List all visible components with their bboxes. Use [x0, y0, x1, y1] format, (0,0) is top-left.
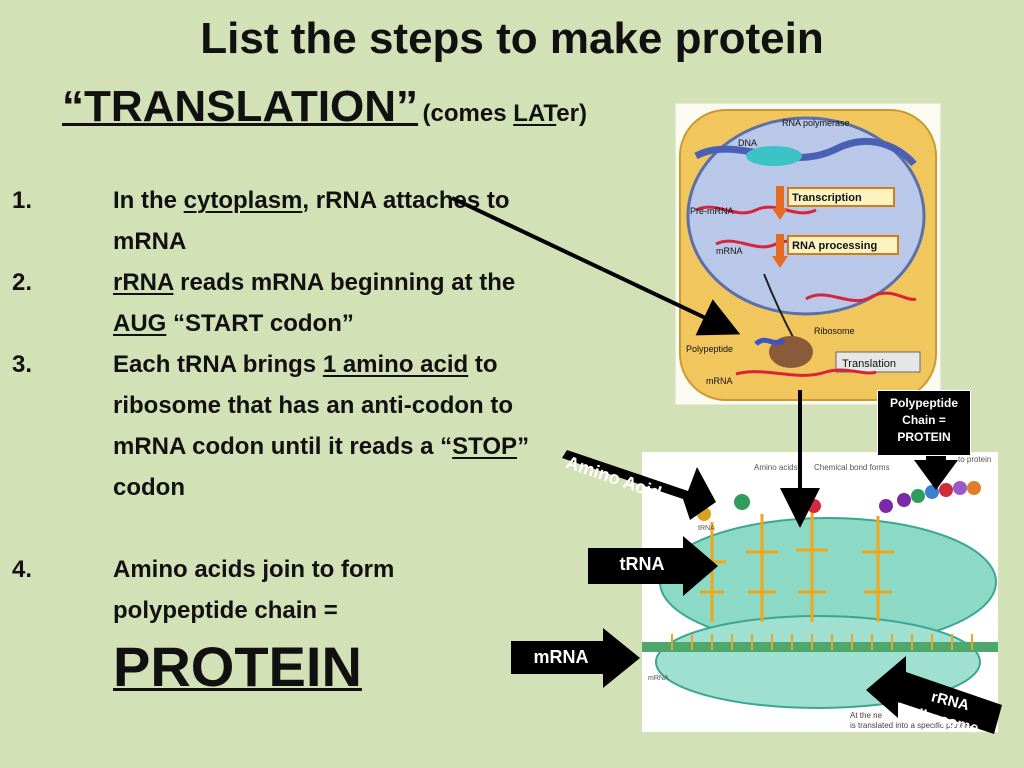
- svg-text:At the ne: At the ne: [850, 711, 883, 720]
- subtitle: “TRANSLATION” (comes LATer): [62, 82, 587, 132]
- rrna-arrow: [866, 656, 1002, 734]
- svg-text:RNA polymerase: RNA polymerase: [782, 118, 850, 128]
- protein-word: PROTEIN: [113, 635, 362, 698]
- processing-label-box: [787, 235, 899, 255]
- cell-diagram: DNA RNA polymerase Transcription Pre-mRN…: [675, 103, 941, 405]
- svg-text:Translation: Translation: [842, 358, 896, 370]
- svg-text:mRNA: mRNA: [716, 246, 743, 256]
- translation-label-box: [835, 351, 921, 373]
- mrna-label: mRNA: [533, 647, 589, 667]
- svg-text:Ribosome: Ribosome: [814, 326, 855, 336]
- amino-acid-arrow: [562, 450, 716, 520]
- trna-arrow: [588, 536, 718, 596]
- svg-text:Chemical bond forms: Chemical bond forms: [814, 463, 890, 472]
- svg-text:is translated into a specific: is translated into a specific protein.: [850, 721, 973, 730]
- page-title: List the steps to make protein: [200, 14, 824, 63]
- nucleus: [686, 116, 926, 316]
- svg-text:Transcription: Transcription: [792, 192, 862, 204]
- polypeptide-arrow: [914, 446, 958, 490]
- svg-text:Pre-mRNA: Pre-mRNA: [690, 206, 734, 216]
- mrna-arrow: [511, 628, 640, 688]
- svg-text:to protein: to protein: [958, 455, 991, 464]
- rna-polymerase-shape: [746, 146, 802, 166]
- svg-text:mRNA: mRNA: [648, 675, 669, 682]
- svg-text:Polypeptide: Polypeptide: [686, 344, 733, 354]
- amino-acid-ball: [734, 494, 750, 510]
- transcription-label-box: [787, 187, 895, 207]
- trna-label: tRNA: [619, 554, 665, 574]
- polypeptide-chain-label: Polypeptide Chain = PROTEIN: [877, 390, 971, 456]
- svg-text:Amino acids: Amino acids: [754, 463, 798, 472]
- svg-text:DNA: DNA: [738, 138, 757, 148]
- pointer-arrow-cytoplasm: [451, 196, 741, 336]
- subtitle-note: (comes LATer): [422, 100, 587, 127]
- mrna-strand: [642, 642, 998, 652]
- svg-text:RNA processing: RNA processing: [792, 240, 877, 252]
- svg-text:mRNA: mRNA: [706, 376, 733, 386]
- translation-heading: “TRANSLATION”: [62, 82, 419, 131]
- svg-text:tRNA: tRNA: [698, 525, 715, 532]
